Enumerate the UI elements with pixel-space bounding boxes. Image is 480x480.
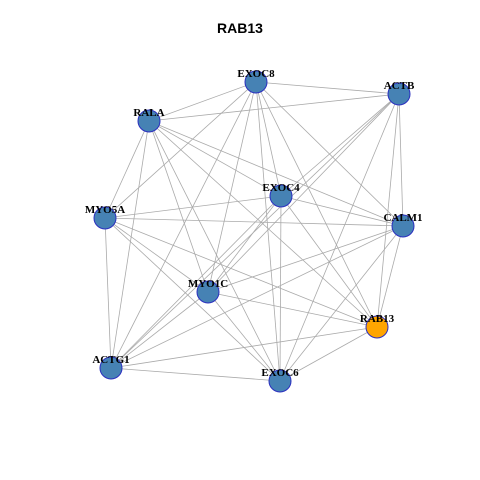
edge-myo1c-rab13 xyxy=(207,291,378,328)
node-exoc6[interactable]: EXOC6 xyxy=(261,367,299,393)
edge-exoc8-exoc6 xyxy=(255,81,281,382)
node-label: ACTG1 xyxy=(92,354,129,366)
edge-actg1-exoc6 xyxy=(110,367,281,382)
node-calm1[interactable]: CALM1 xyxy=(383,212,423,238)
edge-rala-actg1 xyxy=(110,120,150,369)
node-actb[interactable]: ACTB xyxy=(384,80,415,106)
edge-calm1-rab13 xyxy=(376,225,404,328)
edge-exoc8-exoc4 xyxy=(255,81,282,197)
node-label: RAB13 xyxy=(360,313,395,325)
node-rala[interactable]: RALA xyxy=(133,107,165,133)
node-actg1[interactable]: ACTG1 xyxy=(92,354,130,380)
edge-exoc8-myo5a xyxy=(104,81,257,219)
node-label: MYO1C xyxy=(188,278,228,290)
node-circle[interactable] xyxy=(391,214,415,238)
edge-myo5a-myo1c xyxy=(104,217,209,293)
node-label: ACTB xyxy=(384,80,415,92)
node-circle[interactable] xyxy=(244,70,268,94)
edge-rala-calm1 xyxy=(148,120,404,227)
node-circle[interactable] xyxy=(269,184,293,208)
node-circle[interactable] xyxy=(365,315,389,339)
edge-layer xyxy=(104,81,404,382)
node-circle[interactable] xyxy=(137,109,161,133)
edge-actb-rab13 xyxy=(376,93,400,328)
node-circle[interactable] xyxy=(268,369,292,393)
edge-exoc8-myo1c xyxy=(207,81,257,293)
edge-myo1c-exoc6 xyxy=(207,291,281,382)
node-myo5a[interactable]: MYO5A xyxy=(85,204,125,230)
node-label: MYO5A xyxy=(85,204,125,216)
edge-rala-myo5a xyxy=(104,120,150,219)
edge-rab13-actg1 xyxy=(110,326,378,369)
edge-exoc8-actg1 xyxy=(110,81,257,369)
edge-myo1c-actg1 xyxy=(110,291,209,369)
edge-rala-rab13 xyxy=(148,120,378,328)
edge-actb-rala xyxy=(148,93,400,122)
edge-exoc4-rab13 xyxy=(280,195,378,328)
edge-rab13-exoc6 xyxy=(279,326,378,382)
node-circle[interactable] xyxy=(99,356,123,380)
edge-actb-exoc6 xyxy=(279,93,400,382)
edge-actb-calm1 xyxy=(398,93,404,227)
edge-calm1-exoc6 xyxy=(279,225,404,382)
edge-exoc4-actg1 xyxy=(110,195,282,369)
node-label: EXOC4 xyxy=(262,182,300,194)
edge-exoc4-myo1c xyxy=(207,195,282,293)
edge-exoc4-myo5a xyxy=(104,195,282,219)
node-label: EXOC8 xyxy=(237,68,275,80)
edge-rala-exoc4 xyxy=(148,120,282,197)
node-myo1c[interactable]: MYO1C xyxy=(188,278,228,304)
node-label: RALA xyxy=(133,107,164,119)
edge-rala-myo1c xyxy=(148,120,209,293)
node-circle[interactable] xyxy=(93,206,117,230)
node-circle[interactable] xyxy=(387,82,411,106)
edge-myo5a-actg1 xyxy=(104,217,112,369)
node-exoc4[interactable]: EXOC4 xyxy=(262,182,300,208)
node-exoc8[interactable]: EXOC8 xyxy=(237,68,275,94)
edge-actb-actg1 xyxy=(110,93,400,369)
edge-actb-exoc4 xyxy=(280,93,400,197)
edge-calm1-myo1c xyxy=(207,225,404,293)
node-label: EXOC6 xyxy=(261,367,299,379)
edge-calm1-actg1 xyxy=(110,225,404,369)
edge-myo5a-calm1 xyxy=(104,217,404,227)
node-rab13[interactable]: RAB13 xyxy=(360,313,395,339)
edge-rala-exoc6 xyxy=(148,120,281,382)
edge-exoc8-rala xyxy=(148,81,257,122)
edge-myo5a-rab13 xyxy=(104,217,378,328)
node-circle[interactable] xyxy=(196,280,220,304)
edge-exoc8-actb xyxy=(255,81,400,95)
edge-myo5a-exoc6 xyxy=(104,217,281,382)
chart-title: RAB13 xyxy=(217,20,263,36)
edge-exoc4-calm1 xyxy=(280,195,404,227)
node-label: CALM1 xyxy=(383,212,422,224)
edge-actb-myo1c xyxy=(207,93,400,293)
